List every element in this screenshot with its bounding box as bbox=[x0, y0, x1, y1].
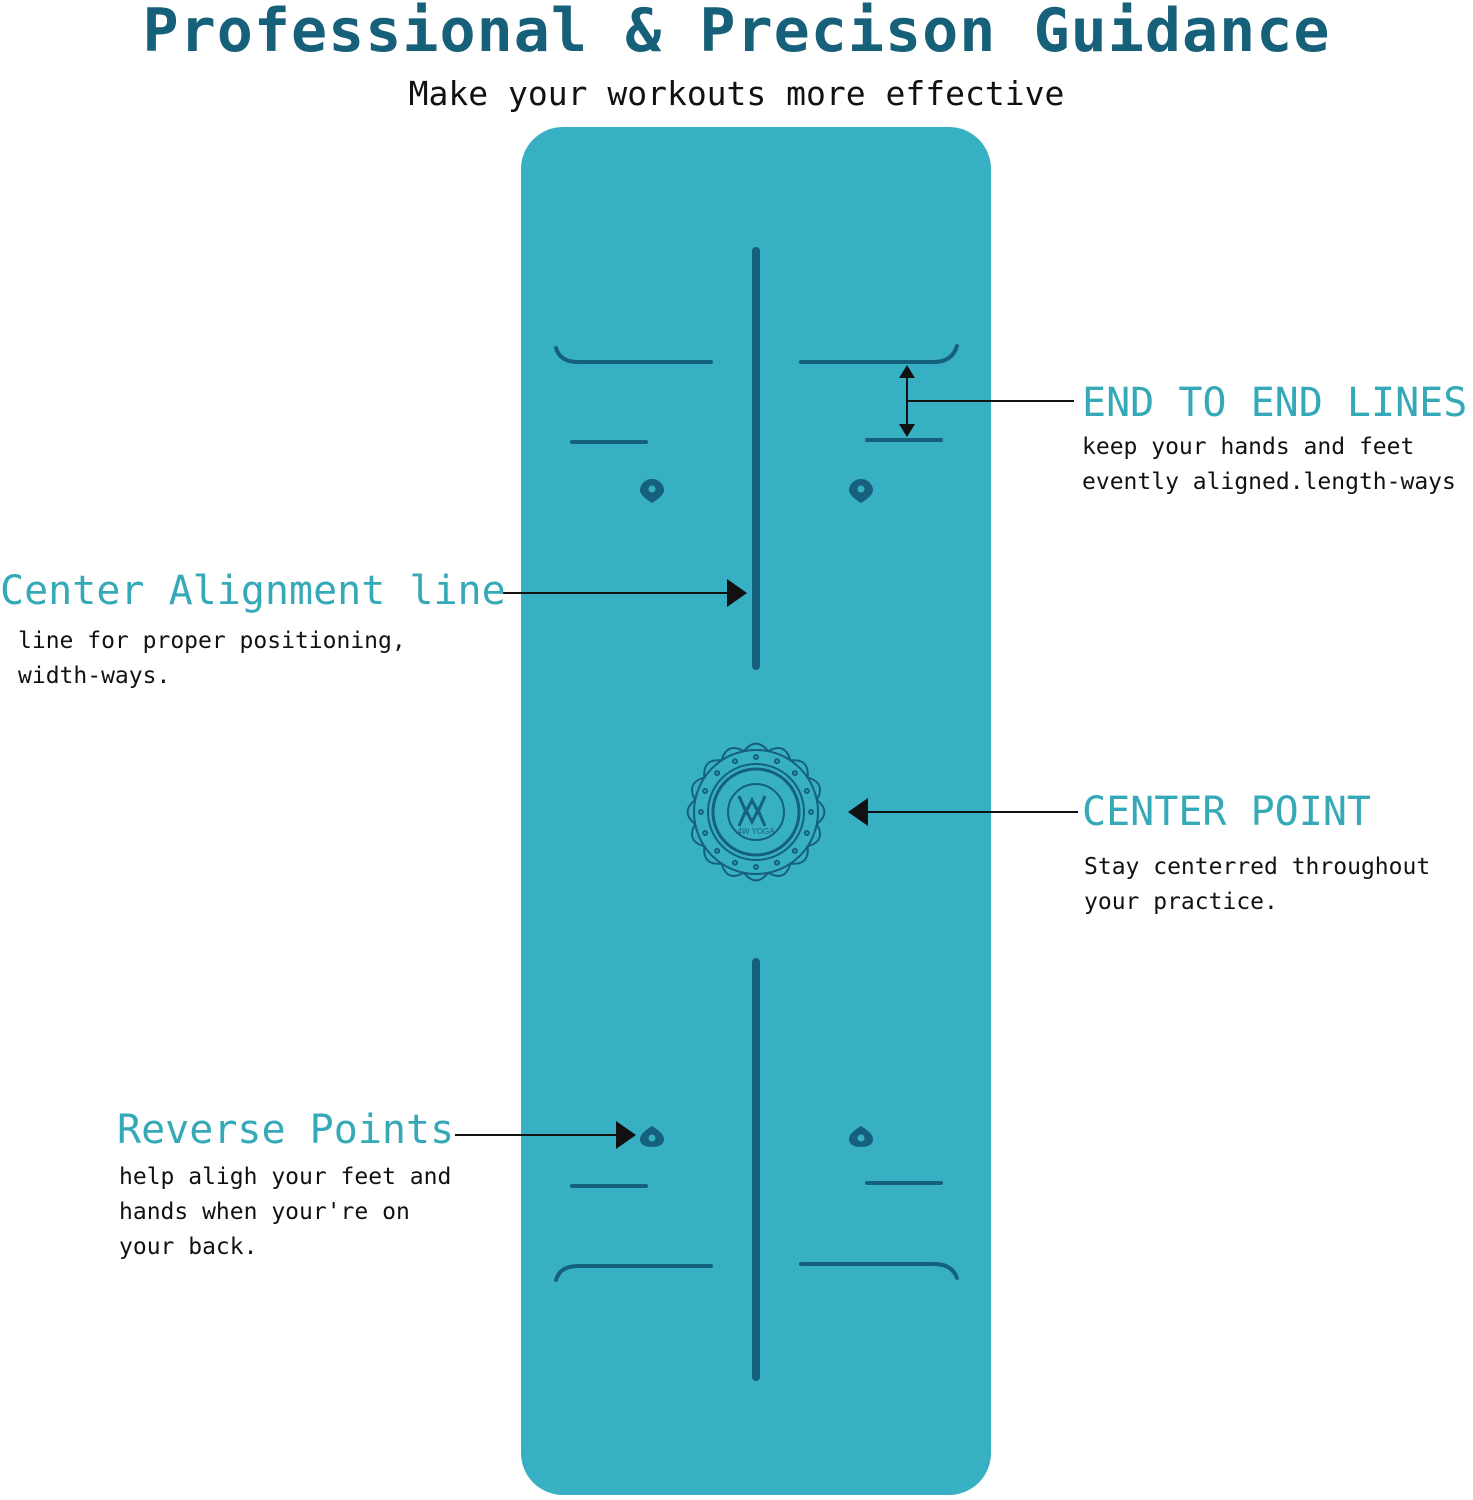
mandala-dot bbox=[753, 864, 759, 870]
callout-heading-center-point: CENTER POINT bbox=[1082, 789, 1371, 835]
end-line-bottom-right bbox=[799, 1262, 959, 1280]
page-subtitle: Make your workouts more effective bbox=[408, 74, 1065, 113]
end-line-top-right bbox=[799, 344, 959, 364]
arrow-left-icon bbox=[848, 798, 868, 826]
mandala-petal bbox=[790, 759, 809, 778]
mandala-petal bbox=[720, 747, 745, 761]
arrow-down-icon bbox=[899, 424, 915, 437]
mandala-dot bbox=[732, 758, 738, 765]
mandala-petal bbox=[743, 872, 769, 882]
mandala-dot bbox=[732, 859, 738, 866]
callout-desc-center-line: line for proper positioning, width-ways. bbox=[18, 628, 406, 689]
mandala-logo-icon bbox=[686, 742, 826, 882]
callout-heading-reverse-points: Reverse Points bbox=[117, 1107, 455, 1153]
mandala-petal bbox=[743, 742, 769, 752]
mandala-petal bbox=[703, 846, 722, 865]
mandala-petal bbox=[767, 863, 792, 877]
mandala-petal bbox=[703, 759, 722, 778]
mandala-dot bbox=[803, 788, 810, 794]
mandala-dot bbox=[774, 859, 780, 866]
arrow-up-icon bbox=[899, 365, 915, 378]
callout-desc-reverse-points: help aligh your feet and hands when your… bbox=[119, 1164, 452, 1260]
mandala-dot bbox=[753, 754, 759, 760]
callout-desc-center-point: Stay centerred throughout your practice. bbox=[1084, 854, 1431, 915]
mandala-petal bbox=[686, 799, 696, 825]
arrow-right-icon bbox=[727, 579, 747, 607]
page-title: Professional & Precison Guidance bbox=[142, 0, 1331, 66]
mandala-dot bbox=[698, 809, 704, 815]
mandala-dot bbox=[714, 770, 721, 777]
mandala-dot bbox=[702, 788, 709, 794]
end-line-top-left bbox=[554, 346, 713, 364]
mandala-dot bbox=[791, 847, 798, 854]
mandala-petal bbox=[790, 846, 809, 865]
arrow-right-icon bbox=[616, 1121, 636, 1149]
mandala-petal bbox=[807, 823, 821, 848]
mandala-dot bbox=[808, 809, 814, 815]
mandala-petal bbox=[691, 823, 705, 848]
mandala-petal bbox=[720, 863, 745, 877]
callout-heading-center-line: Center Alignment line bbox=[0, 568, 506, 614]
end-line-bottom-left bbox=[554, 1264, 713, 1282]
mandala-petal bbox=[767, 747, 792, 761]
mandala-dot bbox=[791, 770, 798, 777]
mandala-dot bbox=[774, 758, 780, 765]
mandala-petal bbox=[691, 776, 705, 801]
mandala-petal bbox=[816, 799, 826, 825]
logo-text: 4W YOGA bbox=[737, 827, 775, 836]
mandala-dot bbox=[714, 847, 721, 854]
callout-desc-end-to-end: keep your hands and feet evently aligned… bbox=[1082, 434, 1456, 495]
mandala-petal bbox=[807, 776, 821, 801]
callout-heading-end-to-end: END TO END LINES bbox=[1082, 380, 1468, 426]
mandala-dot bbox=[803, 830, 810, 836]
mandala-dot bbox=[702, 830, 709, 836]
